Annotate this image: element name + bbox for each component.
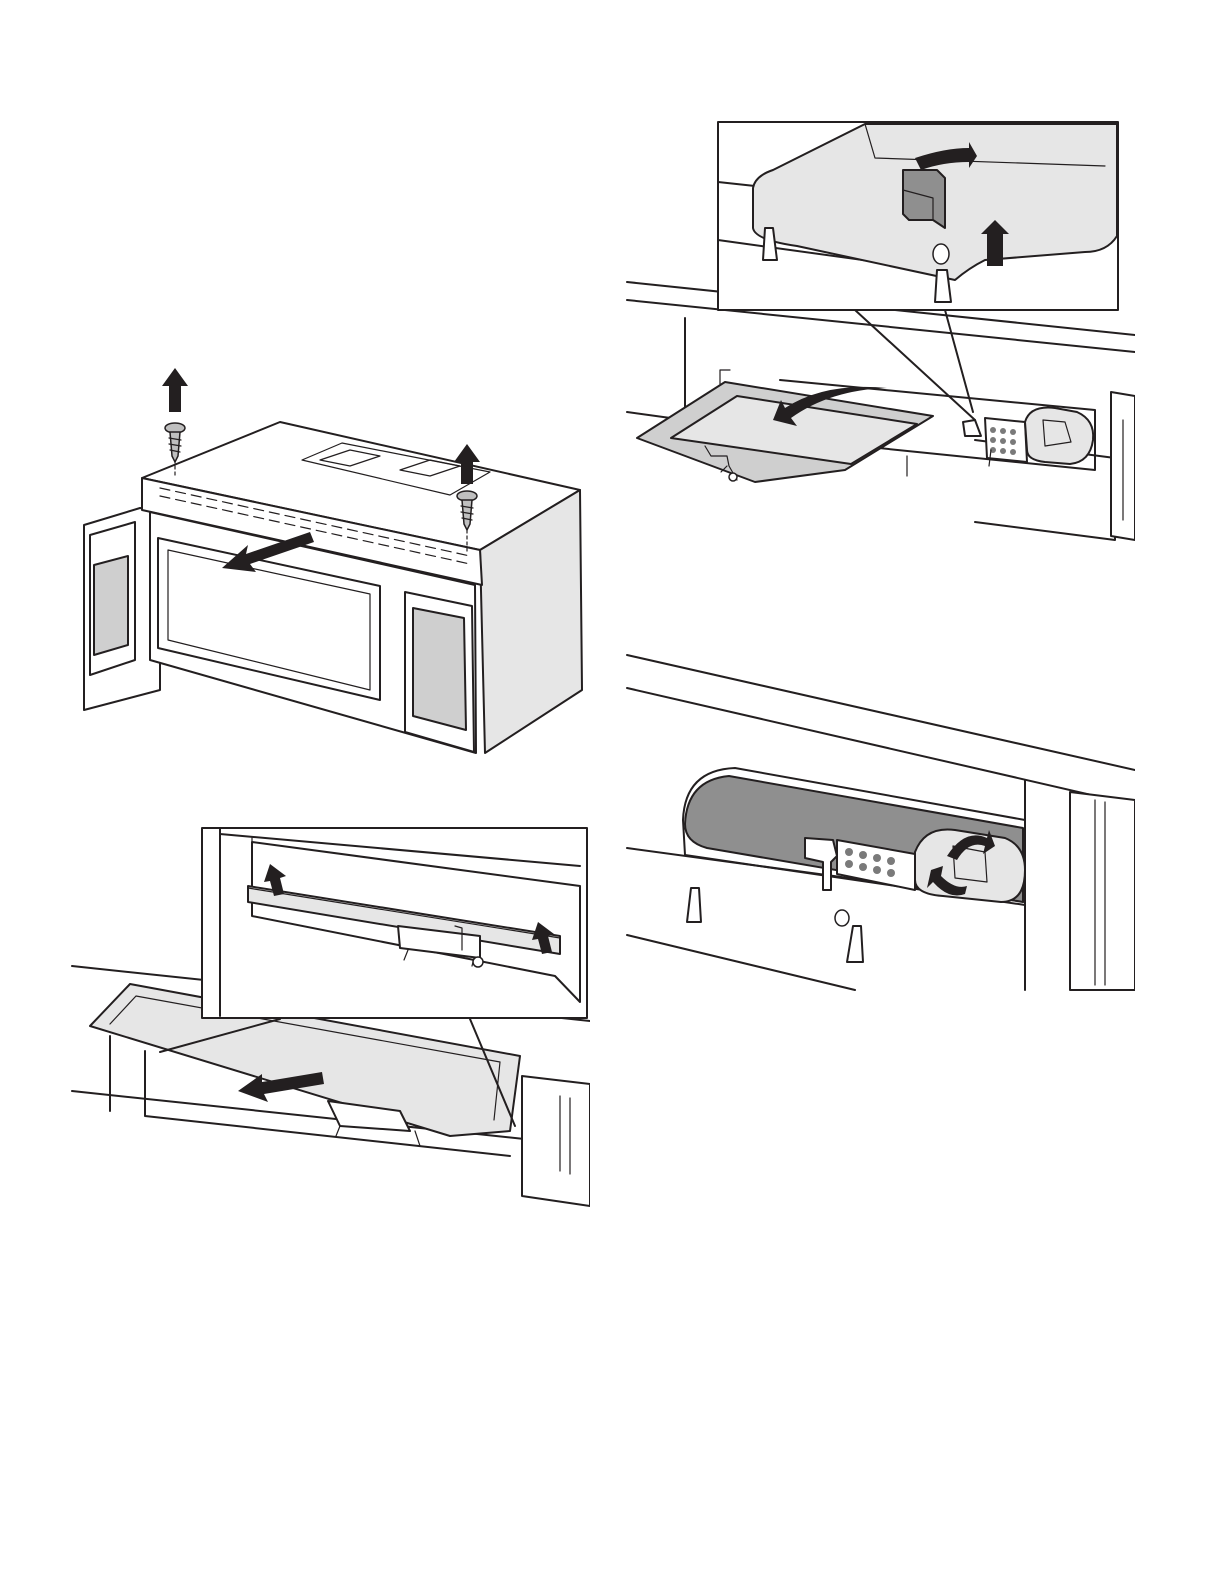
control-panel-display [413, 608, 466, 730]
figure-remove-screws [80, 360, 590, 760]
cover-handle [903, 170, 945, 228]
figure-replace-bulb [625, 650, 1135, 995]
figure-lower-grille [70, 826, 590, 1221]
cabinet-right [1070, 792, 1135, 990]
figure-open-light-cover [625, 120, 1135, 545]
cabinet-right [522, 1076, 590, 1206]
cover-tab [963, 420, 981, 436]
light-bulb [985, 408, 1093, 464]
cabinet-window [94, 556, 128, 655]
up-arrow-icon [162, 368, 188, 412]
